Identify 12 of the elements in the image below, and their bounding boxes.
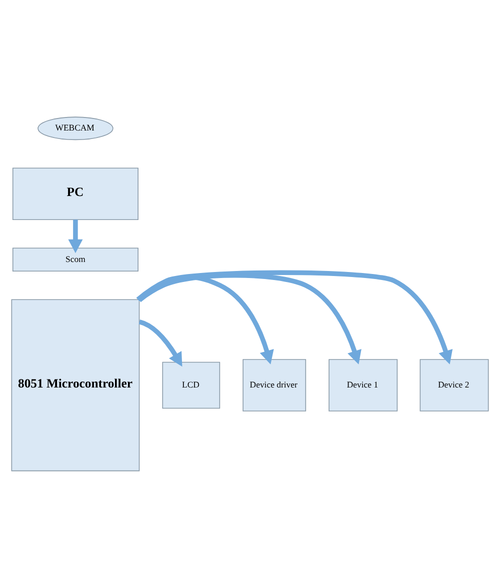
arrow (136, 270, 453, 364)
arrow (138, 272, 362, 364)
node-box: PC (12, 168, 138, 220)
arrow (138, 319, 182, 367)
node-box: LCD (162, 362, 220, 409)
node-box: 8051 Microcontroller (11, 299, 140, 472)
arrow (68, 220, 83, 254)
node-ellipse: WEBCAM (38, 116, 114, 140)
node-box: Device driver (242, 359, 306, 412)
node-box: Device 1 (328, 359, 398, 412)
node-box: Device 2 (420, 359, 489, 412)
node-box: Scom (12, 248, 138, 272)
